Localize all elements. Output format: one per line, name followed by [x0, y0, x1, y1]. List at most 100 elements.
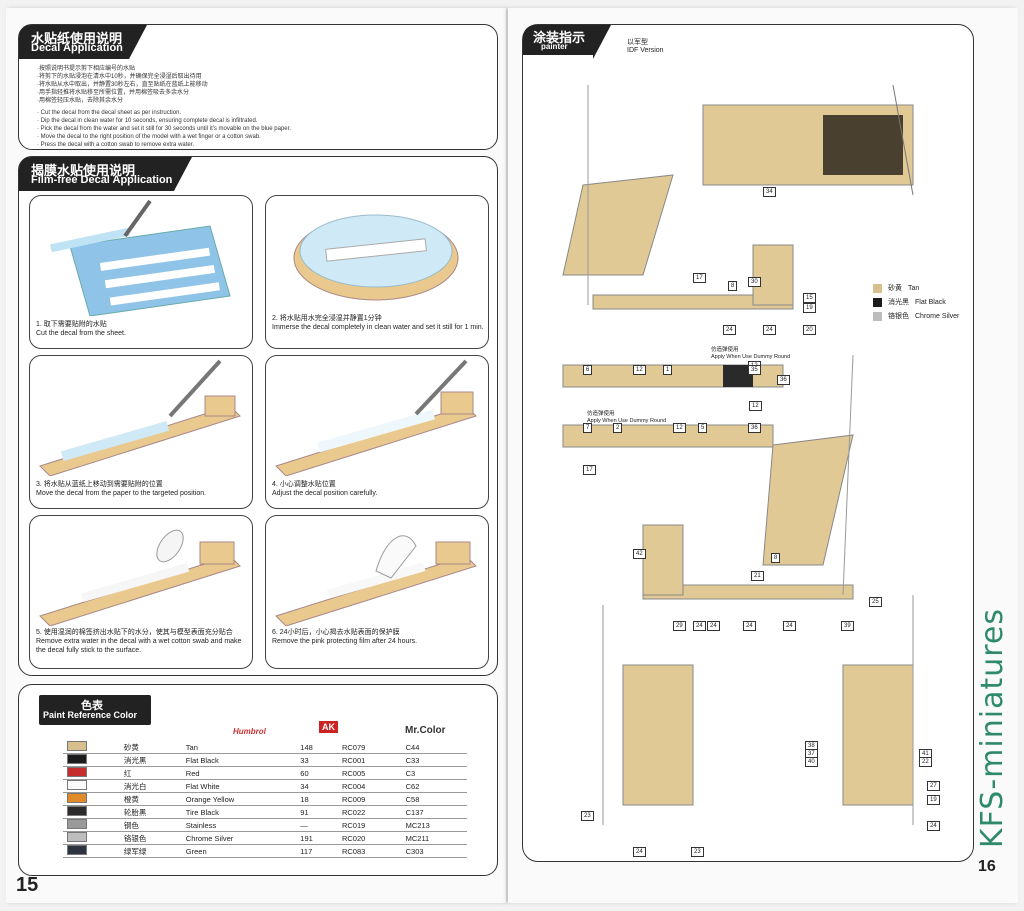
part-callout: 7 [583, 423, 593, 433]
step-3-panel: 3. 将水贴从蓝纸上移动到需要贴附的位置 Move the decal from… [29, 355, 253, 509]
mrcolor-code: C33 [401, 753, 467, 767]
left-page-number: 15 [16, 874, 39, 896]
dummy-note-1-cn: 仿造弹使用 [711, 347, 739, 353]
step-1-caption: 1. 取下需要贴附的水贴 Cut the decal from the shee… [36, 320, 248, 338]
ak-code: RC079 [337, 741, 402, 754]
part-callout: 17 [693, 273, 706, 283]
step-1-panel: 1. 取下需要贴附的水贴 Cut the decal from the shee… [29, 195, 253, 349]
ak-code: RC022 [337, 805, 402, 819]
brand-humbrol: Humbrol [233, 727, 266, 736]
instruction-cn: ·按照说明书提示剪下相应编号的水贴 [37, 66, 135, 72]
dummy-note-1: 仿造弹使用 Apply When Use Dummy Round [711, 347, 790, 361]
part-callout: 36 [777, 375, 790, 385]
launcher-side-view [562, 85, 794, 310]
humbrol-code: 33 [296, 753, 338, 767]
paint-name-en: Chrome Silver [181, 831, 297, 845]
instruction-en: · Press the decal with a cotton swab to … [37, 142, 195, 148]
version-cn: 以军型 [627, 39, 648, 46]
part-callout: 5 [698, 423, 708, 433]
film-free-title-en: Film-free Decal Application [31, 174, 173, 186]
paint-swatch-cell [63, 766, 120, 780]
paint-name-cn: 砂黄 [119, 741, 182, 754]
paint-name-en: Green [181, 844, 297, 858]
paint-name-en: Flat Black [181, 753, 297, 767]
paint-swatch [67, 819, 87, 829]
part-callout: 21 [751, 571, 764, 581]
part-callout: 24 [743, 621, 756, 631]
instruction-en: · Pick the decal from the water and set … [37, 126, 291, 132]
step-6-illustration [275, 535, 477, 627]
paint-name-cn: 消光黑 [119, 753, 182, 767]
part-callout: 8 [728, 281, 738, 291]
step-5-en: Remove extra water in the decal with a w… [36, 638, 242, 654]
mrcolor-code: C303 [401, 844, 467, 858]
painter-box: 涂装指示 painter 以军型 IDF Version [522, 24, 974, 862]
step-2-panel: 2. 将水贴用水完全浸湿并静置1分钟 Immerse the decal com… [265, 195, 489, 349]
part-callout: 24 [693, 621, 706, 631]
painter-header: 涂装指示 painter [523, 25, 611, 59]
part-callout: 36 [748, 423, 761, 433]
paint-name-en: Red [181, 766, 297, 780]
ak-code: RC020 [337, 831, 402, 845]
part-callout: 23 [691, 847, 704, 857]
dummy-note-1-en: Apply When Use Dummy Round [711, 354, 791, 360]
paint-swatch-cell [63, 805, 120, 819]
film-free-header: 揭膜水贴使用说明 Film-free Decal Application [19, 157, 192, 191]
painter-title-en: painter [541, 42, 568, 51]
decal-instructions-en: · Cut the decal from the decal sheet as … [37, 109, 487, 149]
right-page: 涂装指示 painter 以军型 IDF Version [508, 8, 1018, 903]
paint-swatch [67, 780, 87, 790]
mrcolor-code: C3 [401, 766, 467, 780]
paint-swatch [67, 767, 87, 777]
decal-instructions-cn: ·按照说明书提示剪下相应编号的水贴 ·将剪下的水贴浸泡在清水中10秒，并确保完全… [37, 65, 477, 105]
ak-code: RC004 [337, 779, 402, 793]
step-4-cn: 4. 小心调整水贴位置 [272, 481, 336, 488]
instruction-cn: ·用棉签轻压水贴，去除其余水分 [37, 98, 123, 104]
step-6-caption: 6. 24小时后，小心揭去水贴表面的保护膜 Remove the pink pr… [272, 628, 484, 646]
ak-code: RC009 [337, 792, 402, 806]
paint-swatch-cell [63, 792, 120, 806]
part-callout: 8 [771, 553, 781, 563]
legend-flat-black: 消光黑 Flat Black [873, 297, 946, 307]
dummy-note-2-en: Apply When Use Dummy Round [587, 418, 667, 424]
part-callout: 29 [673, 621, 686, 631]
step-2-cn: 2. 将水贴用水完全浸湿并静置1分钟 [272, 315, 382, 322]
paint-name-cn: 消光白 [119, 779, 182, 793]
watermark: KFS-miniatures [975, 608, 1010, 849]
paint-title-cn: 色表 [81, 700, 103, 712]
step-2-illustration [293, 214, 459, 301]
ak-code: RC001 [337, 753, 402, 767]
humbrol-code: 34 [296, 779, 338, 793]
legend-tan-cn: 砂黄 [888, 285, 902, 292]
part-callout: 24 [927, 821, 940, 831]
part-callout: 27 [927, 781, 940, 791]
paint-name-cn: 橙黄 [119, 792, 182, 806]
instruction-cn: ·将剪下的水贴浸泡在清水中10秒，并确保完全浸湿后取出待用 [37, 74, 202, 80]
paint-reference-header: 色表 Paint Reference Color [39, 695, 151, 725]
humbrol-code: 91 [296, 805, 338, 819]
part-callout: 24 [633, 847, 646, 857]
launcher-top-view [702, 84, 914, 196]
paint-swatch-cell [63, 818, 120, 832]
part-callout: 12 [673, 423, 686, 433]
version-en: IDF Version [627, 47, 664, 54]
humbrol-code: 148 [296, 741, 338, 754]
decal-title-en: Decal Application [31, 42, 123, 54]
step-2-caption: 2. 将水贴用水完全浸湿并静置1分钟 Immerse the decal com… [272, 314, 484, 332]
step-3-illustration [39, 359, 241, 477]
paint-name-cn: 绿军绿 [119, 844, 182, 858]
part-callout: 22 [919, 757, 932, 767]
ak-code: RC083 [337, 844, 402, 858]
step-4-caption: 4. 小心调整水贴位置 Adjust the decal position ca… [272, 480, 484, 498]
paint-name-en: Tire Black [181, 805, 297, 819]
paint-swatch [67, 741, 87, 751]
part-callout: 2 [613, 423, 623, 433]
legend-black-en: Flat Black [915, 298, 946, 306]
part-callout: 35 [748, 365, 761, 375]
launcher-rear-views [602, 595, 914, 825]
step-6-en: Remove the pink protecting film after 24… [272, 638, 418, 645]
